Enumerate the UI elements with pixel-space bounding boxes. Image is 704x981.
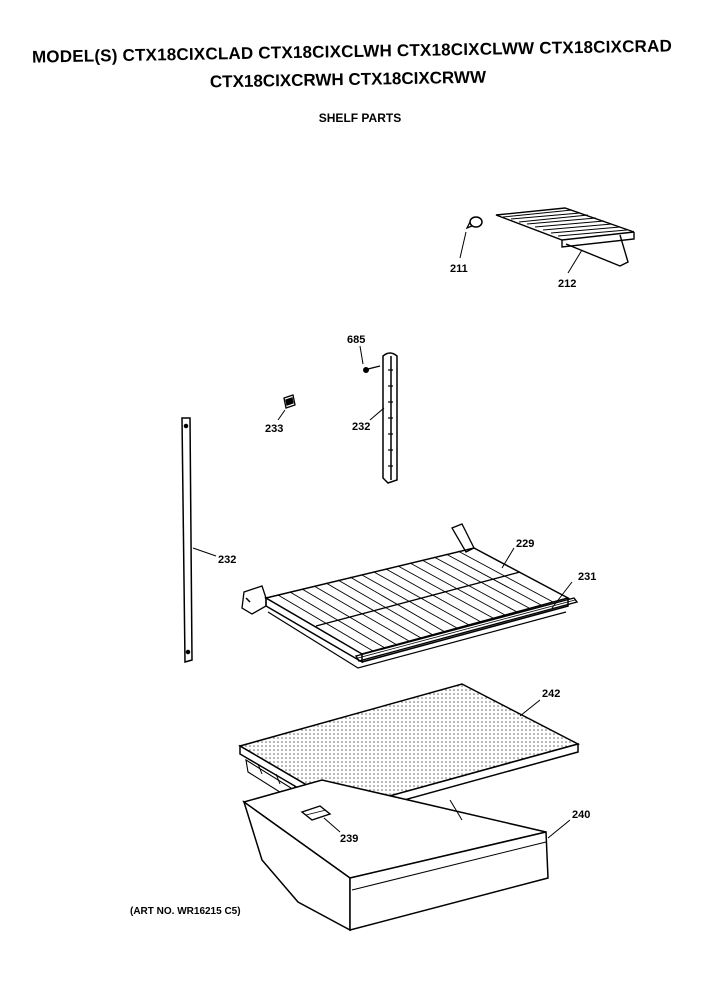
part-240-crisper-pan: [242, 779, 549, 932]
section-title: SHELF PARTS: [318, 111, 402, 125]
svg-text:212: 212: [558, 278, 576, 290]
svg-text:239: 239: [340, 833, 358, 845]
callout-233: 233: [265, 409, 286, 435]
part-229-wire-shelf: [241, 523, 571, 669]
callout-229: 229: [501, 538, 534, 569]
art-number: (ART NO. WR16215 C5): [130, 906, 241, 917]
callout-239: 239: [323, 817, 358, 845]
part-233-bracket: [283, 394, 296, 409]
part-211-shelf-clip: [465, 216, 483, 230]
svg-text:233: 233: [265, 423, 283, 435]
part-232-shelf-ladder-left: [181, 417, 193, 663]
part-212-wire-shelf: [495, 207, 635, 267]
svg-text:231: 231: [578, 571, 596, 583]
svg-text:211: 211: [450, 263, 468, 275]
svg-text:232: 232: [218, 554, 236, 566]
svg-text:229: 229: [516, 538, 534, 550]
svg-text:685: 685: [347, 334, 365, 346]
callout-240: 240: [547, 809, 590, 839]
part-239-slide-rail: [300, 805, 332, 821]
part-685-screw: [363, 365, 381, 373]
callout-231: 231: [551, 571, 596, 609]
callout-685: 685: [347, 334, 365, 365]
callout-211: 211: [450, 231, 468, 275]
callout-232-left: 232: [192, 547, 236, 566]
svg-text:240: 240: [572, 809, 590, 821]
svg-text:242: 242: [542, 688, 560, 700]
callout-242: 242: [519, 688, 560, 717]
callout-212: 212: [558, 249, 583, 290]
callout-232-right: 232: [352, 407, 385, 433]
part-231-front-trim: [354, 597, 579, 662]
part-232-shelf-ladder-right: [382, 352, 398, 484]
svg-text:232: 232: [352, 421, 370, 433]
